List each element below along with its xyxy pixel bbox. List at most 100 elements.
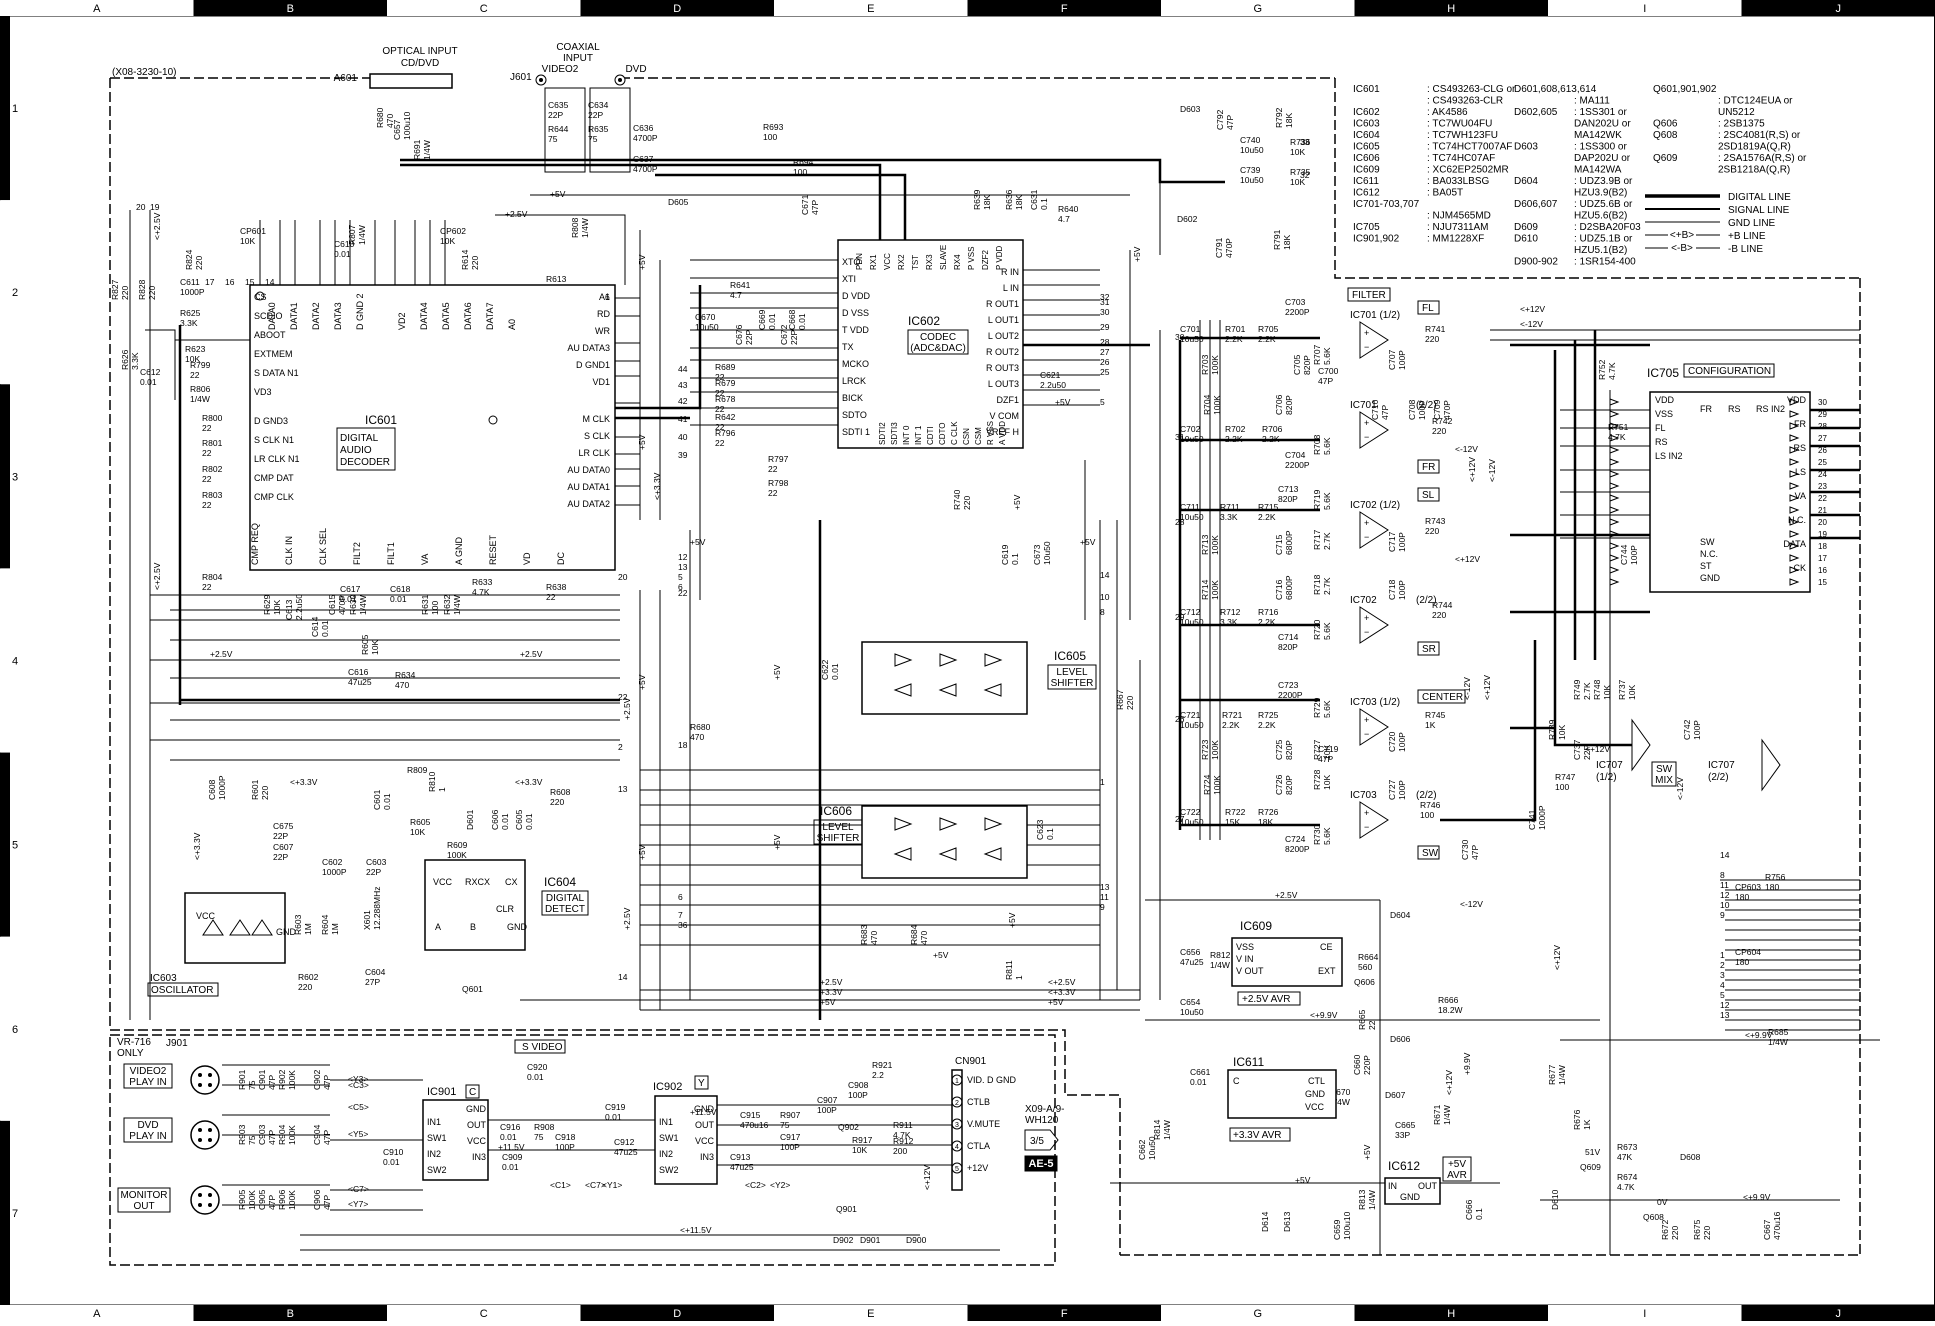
part-ref: R756 xyxy=(1765,872,1786,882)
legend-part: D900-902 xyxy=(1514,257,1558,268)
coaxial-label-1: COAXIAL xyxy=(556,42,600,53)
ic602-pin-right: L OUT3 xyxy=(988,379,1019,389)
legend-value: : NJU7311AM xyxy=(1427,222,1489,233)
part-ref: R702 xyxy=(1225,424,1246,434)
supply-rail: +5V xyxy=(1362,1144,1372,1160)
supply-rail: +5V xyxy=(690,537,706,547)
part-ref: D614 xyxy=(1260,1211,1270,1232)
ae5-badge: AE-5 xyxy=(1028,1158,1053,1170)
legend-value: : UDZ5.1B or xyxy=(1574,234,1633,245)
dvd-play-1: DVD xyxy=(137,1120,158,1131)
part-ref: R634 xyxy=(395,670,416,680)
ic705-pin-right: N.C. xyxy=(1788,515,1806,525)
ic601-pin-top: DATA2 xyxy=(311,302,321,330)
part-ref: C613 xyxy=(284,599,294,620)
part-value: 100K xyxy=(287,1070,297,1090)
part-value: 22 xyxy=(202,423,212,433)
part-ref: C903 xyxy=(257,1124,267,1145)
part-ref: R740 xyxy=(952,489,962,510)
part-ref: R664 xyxy=(1358,952,1379,962)
net-label: <C5> xyxy=(348,1102,369,1112)
ic705-pin-num: 26 xyxy=(1818,446,1827,455)
ic604-rxcx: RXCX xyxy=(465,877,490,887)
supply-rail: <-12V xyxy=(1462,677,1472,700)
supply-rail: +5V xyxy=(637,434,647,450)
grid-col-letter: H xyxy=(1447,1308,1455,1320)
part-value: 470P xyxy=(1224,238,1234,258)
edge-pin: 28 xyxy=(1175,517,1185,527)
legend-part: IC601 xyxy=(1353,84,1380,95)
part-value: 220 xyxy=(1425,526,1439,536)
part-value: 100P xyxy=(1397,732,1407,752)
ic609-vss: VSS xyxy=(1236,942,1254,952)
ic601-pin-bottom: FILT2 xyxy=(352,542,362,565)
part-ref: C615 xyxy=(327,594,337,615)
ic705-pin-num: 21 xyxy=(1818,506,1827,515)
legend-part: D604 xyxy=(1514,176,1538,187)
part-value: 10K xyxy=(1322,775,1332,790)
legend-value: : 2SA1576A(R,S) or xyxy=(1718,153,1807,164)
ic902-pin-right: VCC xyxy=(695,1136,715,1146)
ic601-pin-left: CMP DAT xyxy=(254,473,294,483)
part-value: 0.1 xyxy=(1010,553,1020,565)
part-value: 10K xyxy=(1557,725,1567,740)
part-value: 2.2K xyxy=(1225,434,1243,444)
net-label: <C7> xyxy=(348,1184,369,1194)
part-ref: R715 xyxy=(1258,502,1279,512)
part-ref: R672 xyxy=(1660,1219,1670,1240)
grid-row-number: 5 xyxy=(12,840,18,852)
ic602-pin-bottom: SDTI2 xyxy=(878,422,887,445)
ic612-in: IN xyxy=(1388,1181,1397,1191)
part-ref: R810 xyxy=(427,771,437,792)
legend-part: Q601,901,902 xyxy=(1653,84,1717,95)
part-ref: C916 xyxy=(500,1122,521,1132)
supply-rail: +5V xyxy=(772,664,782,680)
grid-row-number: 3 xyxy=(12,471,18,483)
supply-rail: <-12V xyxy=(1487,459,1497,482)
part-ref: C666 xyxy=(1464,1199,1474,1220)
edge-pin: 13 xyxy=(1100,882,1110,892)
part-value: 5.6K xyxy=(1322,622,1332,640)
grid-col-letter: J xyxy=(1836,1308,1842,1320)
part-value: 820P xyxy=(1278,642,1298,652)
pin-number: 20 xyxy=(136,202,146,212)
part-value: 100P xyxy=(555,1142,575,1152)
ic601-pin-right: AU DATA1 xyxy=(567,482,610,492)
part-value: 100P xyxy=(1397,580,1407,600)
cn901-pin-label: CTLA xyxy=(967,1141,990,1151)
part-ref: R640 xyxy=(1058,204,1079,214)
part-value: 100K xyxy=(1210,355,1220,375)
part-ref: D607 xyxy=(1385,1090,1406,1100)
ic604-desc-1: DIGITAL xyxy=(546,893,585,904)
part-ref: C618 xyxy=(390,584,411,594)
part-ref: C909 xyxy=(502,1152,523,1162)
part-value: 220 xyxy=(1702,1226,1712,1240)
edge-pin: 39 xyxy=(678,450,688,460)
part-value: 220 xyxy=(1432,610,1446,620)
ic605-desc-2: SHIFTER xyxy=(1051,678,1094,689)
edge-pin: 11 xyxy=(1100,892,1109,902)
ic705-pin-left: VSS xyxy=(1655,409,1673,419)
part-ref: R631 xyxy=(420,594,430,615)
part-ref: R693 xyxy=(763,122,784,132)
ic604-cx: CX xyxy=(505,877,518,887)
ic705-pin-num: 27 xyxy=(1818,434,1827,443)
ic705-config: CONFIGURATION xyxy=(1688,366,1771,377)
supply-rail: +3.3V xyxy=(820,987,843,997)
ic705-pin-num: 15 xyxy=(1818,578,1827,587)
supply-rail: <+12V xyxy=(1467,457,1477,482)
edge-pin: 20 xyxy=(618,572,628,582)
ic604-b: B xyxy=(470,922,476,932)
ic601-pin-left: ABOOT xyxy=(254,330,286,340)
part-value: 47P xyxy=(1470,845,1480,860)
grid-row-number: 2 xyxy=(12,287,18,299)
part-ref: R921 xyxy=(872,1060,893,1070)
part-value: 10K xyxy=(240,236,255,246)
part-value: 0.01 xyxy=(830,663,840,680)
part-value: 0.01 xyxy=(140,377,157,387)
ic601-pin-left: VD3 xyxy=(254,387,272,397)
supply-rail: <+11.5V xyxy=(680,1225,712,1235)
part-ref: C718 xyxy=(1387,579,1397,600)
part-value: 820P xyxy=(1302,355,1312,375)
part-ref: R911 xyxy=(893,1120,913,1130)
